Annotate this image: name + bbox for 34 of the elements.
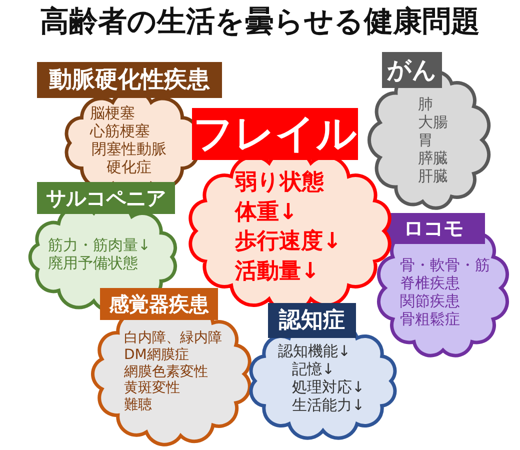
list-item: 活動量↓ [235, 258, 320, 286]
list-item: 閉塞性動脈硬化症 [90, 140, 168, 176]
list-item: 白内障、緑内障 [124, 330, 222, 347]
list-item: 骨粗鬆症 [400, 310, 460, 328]
list-item: 胃 [418, 131, 433, 149]
list-item: 脊椎疾患 [400, 274, 460, 292]
heading-label: がん [382, 52, 442, 88]
list-item: 網膜色素変性 [124, 364, 208, 380]
heading-label: 認知症 [268, 303, 356, 338]
list-item: 脳梗塞 [90, 104, 135, 122]
list-item: 弱り状態 [235, 169, 324, 197]
list-item: 生活能力↓ [292, 396, 365, 414]
list-item: 筋力・筋肉量↓ [48, 236, 151, 254]
list-item: DM網膜症 [124, 346, 189, 364]
list-item: 処理対応↓ [292, 378, 365, 396]
list-item: 認知機能↓ [278, 342, 351, 360]
heading-label: フレイル [192, 108, 358, 160]
heading-label: 動脈硬化性疾患 [37, 62, 222, 98]
list-item: 肝臓 [418, 167, 448, 185]
list-item: 心筋梗塞 [90, 122, 150, 140]
list-item: 歩行速度↓ [235, 228, 342, 256]
list-item: 廃用予備状態 [48, 254, 138, 272]
list-item: 記憶↓ [292, 360, 335, 378]
list-item: 黄斑変性 [124, 380, 180, 398]
list-item: 膵臓 [418, 149, 448, 167]
heading-label: 感覚器疾患 [100, 288, 218, 320]
list-item: 骨・軟骨・筋 [400, 256, 490, 274]
heading-label: サルコペニア [37, 182, 175, 214]
list-item: 大腸 [418, 113, 448, 131]
title: 高齢者の生活を曇らせる健康問題 [39, 3, 481, 40]
list-item: 体重↓ [235, 198, 298, 227]
list-item: 難聴 [124, 397, 152, 414]
list-item: 肺 [418, 95, 433, 113]
list-item: 関節疾患 [400, 292, 460, 310]
